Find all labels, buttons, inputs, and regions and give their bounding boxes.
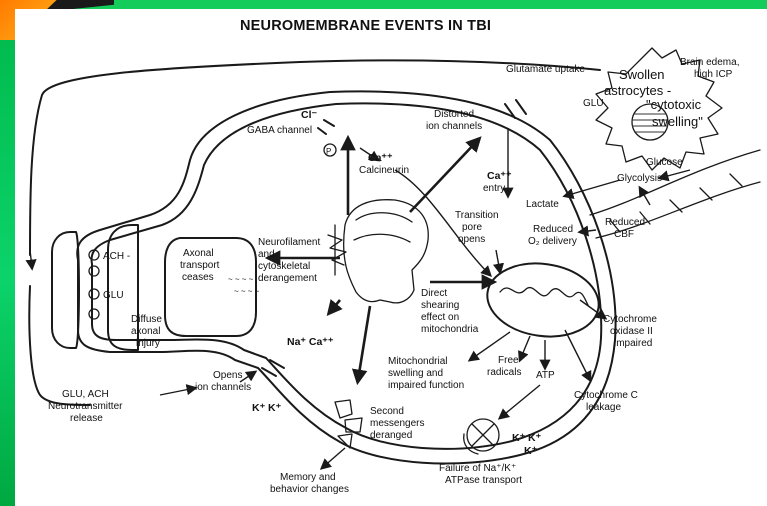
label-neurofilament: Neurofilament	[258, 237, 320, 248]
neuron-membrane-outer	[77, 91, 615, 463]
head-with-brain-icon	[328, 200, 428, 303]
label-neurotransmitter: Neurotransmitter	[48, 401, 123, 412]
label-messengers: messengers	[370, 418, 424, 429]
label-transport: transport	[180, 260, 220, 271]
label-cytochrome-c: Cytochrome C	[574, 390, 638, 401]
label-ceases: ceases	[182, 272, 214, 283]
label-k-k: K⁺ K⁺	[252, 402, 282, 414]
label-calcineurin: Calcineurin	[359, 165, 409, 176]
label-impaired: impaired	[614, 338, 652, 349]
label-failure: Failure of Na⁺/K⁺	[439, 463, 516, 474]
label-ion-channels: ion channels	[426, 121, 482, 132]
label-cytochrome-oxidase: Cytochrome	[603, 314, 657, 325]
label-pump-k-2: K⁺	[524, 445, 538, 457]
label-ach: ACH -	[103, 251, 130, 262]
label-na-ca: Na⁺ Ca⁺⁺	[287, 336, 334, 348]
label-o2-delivery: O₂ delivery	[528, 236, 577, 247]
label-swollen: Swollen	[619, 67, 665, 82]
label-injury: injury	[136, 338, 160, 349]
label-pump-k: K⁺ K⁺	[512, 432, 542, 444]
label-second: Second	[370, 406, 404, 417]
arrow-messengers-memory	[322, 448, 345, 468]
arrow-vessel-glycolysis	[640, 188, 650, 205]
pump-circle-arrow	[464, 434, 478, 454]
label-reduced-cbf: Reduced	[605, 217, 645, 228]
label-shearing: shearing	[421, 300, 459, 311]
label-radicals: radicals	[487, 367, 521, 378]
arrow-head-to-distorted	[410, 140, 478, 212]
arrow-glycolysis-lactate	[565, 180, 620, 196]
label-reduced-o2: Reduced	[533, 224, 573, 235]
label-gaba-channel: GABA channel	[247, 125, 312, 136]
label-lactate: Lactate	[526, 199, 559, 210]
label-distorted: Distorted	[434, 109, 474, 120]
label-effect-on: effect on	[421, 312, 459, 323]
label-axonal: Axonal	[183, 248, 214, 259]
label-opens: opens	[458, 234, 485, 245]
arrow-head-to-second-messengers	[358, 306, 370, 380]
label-oxidase-ii: oxidase II	[610, 326, 653, 337]
label-ca-entry: Ca⁺⁺	[487, 170, 512, 182]
label-pore: pore	[462, 222, 482, 233]
label-ion-channels-2: ion channels	[195, 382, 251, 393]
label-behavior: behavior changes	[270, 484, 349, 495]
arrow-mito-free-radicals	[520, 336, 530, 360]
vesicle	[89, 266, 99, 276]
label-leakage: leakage	[586, 402, 621, 413]
label-direct: Direct	[421, 288, 447, 299]
pump-cross	[472, 424, 494, 446]
vesicle	[89, 309, 99, 319]
label-derangement: derangement	[258, 273, 317, 284]
label-transition: Transition	[455, 210, 499, 221]
label-memory: Memory and	[280, 472, 336, 483]
label-atp: ATP	[536, 370, 555, 381]
label-axonal-2: axonal	[131, 326, 160, 337]
arrow-atp-pump	[500, 385, 540, 418]
label-glu-ach: GLU, ACH	[62, 389, 109, 400]
label-impaired-function: impaired function	[388, 380, 464, 391]
label-cytotoxic: "cytotoxic	[646, 97, 702, 112]
label-cytoskeletal: cytoskeletal	[258, 261, 310, 272]
label-cl: Cl⁻	[301, 109, 318, 121]
label-astrocytes: astrocytes -	[604, 83, 671, 98]
svg-text:~ ~ ~ ~: ~ ~ ~ ~	[234, 287, 260, 296]
label-free: Free	[498, 355, 519, 366]
svg-text:~ ~ ~ ~: ~ ~ ~ ~	[228, 275, 254, 284]
label-atpase: ATPase transport	[445, 475, 522, 486]
label-swelling: swelling"	[652, 114, 703, 129]
label-mito-swelling: Mitochondrial	[388, 356, 447, 367]
arrow-to-opens-ion	[160, 388, 195, 395]
label-deranged: deranged	[370, 430, 412, 441]
arrow-transition-mito	[496, 250, 500, 272]
label-mitochondria: mitochondria	[421, 324, 479, 335]
neurofilament-particles: ~ ~ ~ ~ ~ ~ ~ ~	[228, 275, 260, 296]
gaba-channel	[318, 120, 334, 134]
glutamate-arrow	[30, 250, 32, 268]
label-release: release	[70, 413, 103, 424]
label-astro-glu: GLU	[583, 98, 604, 109]
vesicle	[89, 289, 99, 299]
label-opens-ion: Opens	[213, 370, 242, 381]
label-diffuse: Diffuse	[131, 314, 162, 325]
label-glutamate-uptake: Glutamate uptake	[506, 64, 585, 75]
arrow-mito-cytochrome-c	[565, 330, 590, 380]
label-high-icp: high ICP	[694, 69, 733, 80]
label-and: and	[258, 249, 275, 260]
label-entry: entry	[483, 183, 505, 194]
label-ca-calcineurin: Ca⁺⁺	[368, 152, 393, 164]
label-swelling-and: swelling and	[388, 368, 443, 379]
label-p: P	[326, 147, 331, 156]
label-cbf: CBF	[614, 229, 634, 240]
mitochondria-cristae	[500, 288, 588, 305]
arrow-reduced-o2	[580, 230, 596, 232]
label-glycolysis: Glycolysis	[617, 173, 662, 184]
label-brain-edema: Brain edema,	[680, 57, 739, 68]
arrow-head-down-left	[330, 300, 340, 312]
left-terminal	[52, 232, 79, 348]
label-glu-terminal: GLU	[103, 290, 124, 301]
label-glucose: Glucose	[646, 157, 683, 168]
